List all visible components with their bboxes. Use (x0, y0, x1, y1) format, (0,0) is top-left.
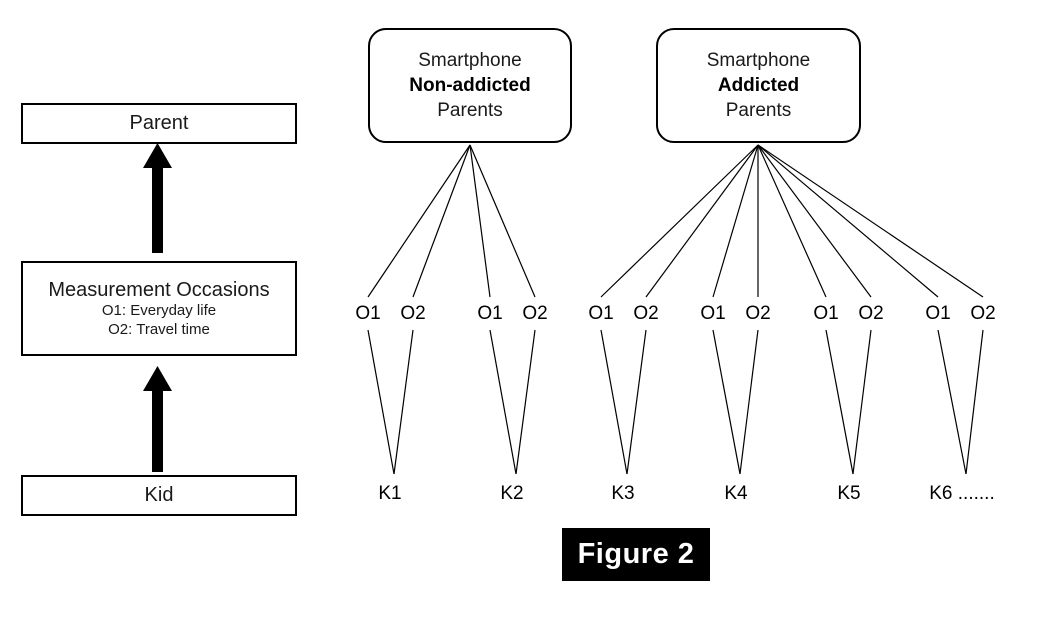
group-non-addicted-line1: Smartphone (418, 49, 522, 71)
occasion-label-addicted-2: O1 (700, 303, 726, 324)
occasion-label-non-addicted-2: O1 (477, 303, 503, 324)
arrow-measurement-to-parent (143, 143, 172, 253)
fan-line-non-addicted-3 (469, 144, 536, 298)
fan-line-addicted-7 (757, 144, 984, 298)
group-non-addicted-line2: Non-addicted (409, 74, 531, 96)
vee-line-addicted-3-1 (965, 329, 984, 475)
left-panel-arrows (143, 143, 172, 472)
occasion-label-addicted-0: O1 (588, 303, 614, 324)
parent-to-occasion-lines (367, 144, 984, 298)
kid-label-addicted-0: K3 (611, 483, 635, 504)
vee-line-addicted-0-1 (626, 329, 647, 475)
measurement-occasions-box: Measurement Occasions O1: Everyday life … (21, 261, 297, 356)
fan-line-non-addicted-1 (412, 144, 471, 298)
vee-line-addicted-1-0 (712, 329, 741, 475)
measurement-box-line-o2: O2: Travel time (108, 321, 210, 338)
fan-line-non-addicted-0 (367, 144, 471, 298)
occasion-label-non-addicted-0: O1 (355, 303, 381, 324)
vee-line-non-addicted-0-1 (393, 329, 414, 475)
occasion-label-non-addicted-3: O2 (522, 303, 548, 324)
vee-line-addicted-0-0 (600, 329, 628, 475)
occasion-label-addicted-1: O2 (633, 303, 659, 324)
occasion-to-kid-lines (367, 329, 984, 475)
group-addicted-line1: Smartphone (706, 49, 811, 71)
group-addicted-line2: Addicted (717, 74, 800, 96)
kid-label-non-addicted-1: K2 (500, 483, 524, 504)
figure-caption: Figure 2 (562, 528, 710, 581)
kid-label-non-addicted-0: K1 (378, 483, 402, 504)
fan-line-addicted-1 (645, 144, 759, 298)
fan-line-addicted-0 (600, 144, 759, 298)
vee-line-addicted-2-0 (825, 329, 854, 475)
occasion-label-non-addicted-1: O2 (400, 303, 426, 324)
vee-line-addicted-1-1 (739, 329, 759, 475)
measurement-box-line-o1: O1: Everyday life (101, 302, 217, 320)
kid-label-addicted-1: K4 (724, 483, 748, 504)
arrow-kid-to-measurement (143, 366, 172, 472)
fan-line-addicted-5 (757, 144, 872, 298)
occasion-label-addicted-3: O2 (745, 303, 771, 324)
kid-label-addicted-3: K6 ....... (929, 483, 995, 504)
kid-box-label: Kid (144, 484, 174, 506)
parent-box-label: Parent (129, 112, 189, 134)
vee-line-addicted-2-1 (852, 329, 872, 475)
occasion-label-addicted-5: O2 (858, 303, 884, 324)
fan-line-addicted-6 (757, 144, 939, 298)
parent-box: Parent (21, 103, 297, 144)
measurement-box-title: Measurement Occasions (48, 279, 270, 302)
group-node-addicted: Smartphone Addicted Parents (656, 28, 861, 143)
group-addicted-line3: Parents (725, 100, 792, 122)
figure-caption-text: Figure 2 (577, 538, 695, 570)
fan-line-non-addicted-2 (469, 144, 491, 298)
group-node-non-addicted: Smartphone Non-addicted Parents (368, 28, 572, 143)
vee-line-addicted-3-0 (937, 329, 967, 475)
fan-line-addicted-2 (712, 144, 759, 298)
kid-label-addicted-2: K5 (837, 483, 861, 504)
fan-line-addicted-4 (757, 144, 827, 298)
group-non-addicted-line3: Parents (437, 100, 503, 122)
vee-line-non-addicted-1-0 (489, 329, 517, 475)
occasion-label-addicted-4: O1 (813, 303, 839, 324)
vee-line-non-addicted-1-1 (515, 329, 536, 475)
occasion-label-addicted-7: O2 (970, 303, 996, 324)
vee-line-non-addicted-0-0 (367, 329, 395, 475)
kid-box: Kid (21, 475, 297, 516)
occasion-label-addicted-6: O1 (925, 303, 951, 324)
